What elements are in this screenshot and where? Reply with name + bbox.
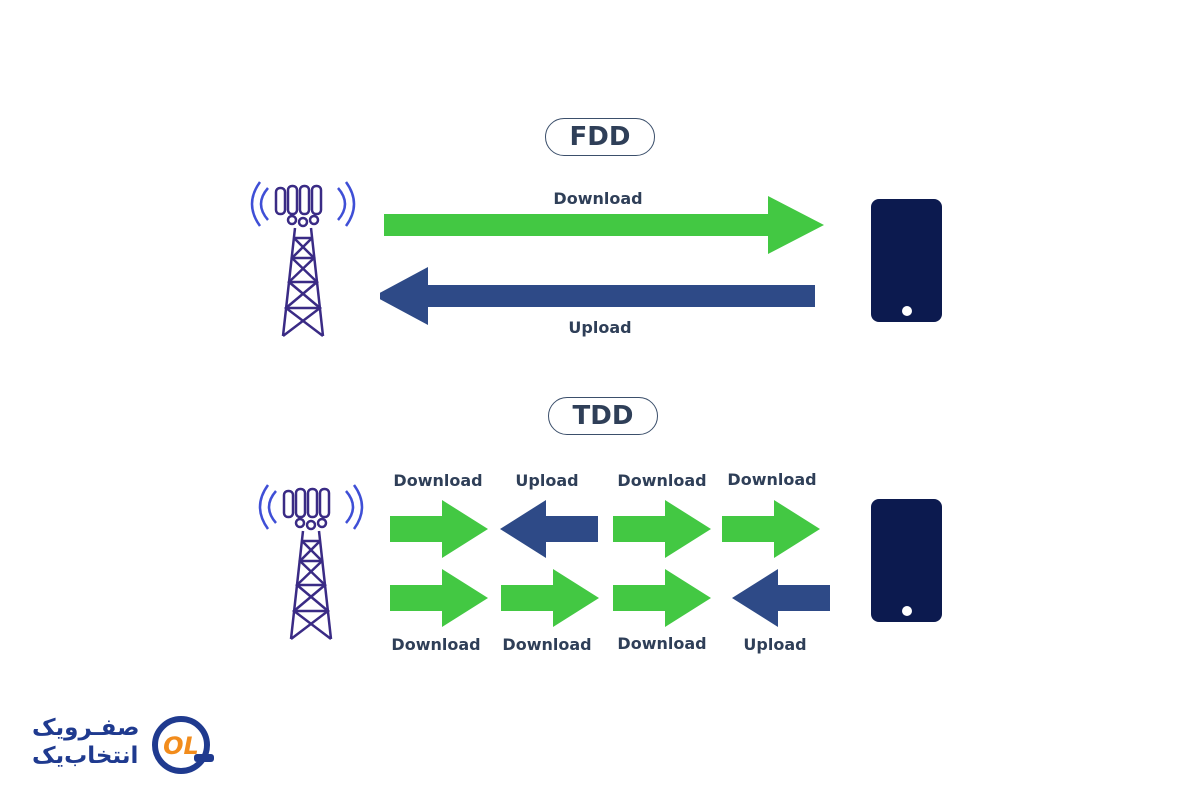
tdd-bottom-upload-arrow-4 [732,569,830,627]
logo-line-2: انتخاب‌یک [32,743,139,769]
tdd-top-download-arrow-4 [722,500,820,558]
fdd-download-label: Download [553,189,643,208]
tdd-top-label-3: Download [617,471,707,490]
fdd-upload-arrow [380,267,815,325]
tdd-bottom-download-arrow-1 [390,569,488,627]
fdd-cell-tower-icon [250,181,356,337]
tdd-bottom-label-2: Download [502,635,592,654]
tdd-bottom-label-3: Download [617,634,707,653]
logo-mark-text: OL [163,732,199,760]
fdd-phone-icon [871,199,942,322]
logo-wordmark: صفـرویک انتخاب‌یک [32,714,147,770]
tdd-title: TDD [548,397,658,435]
tdd-bottom-download-arrow-2 [501,569,599,627]
tdd-top-label-2: Upload [515,471,579,490]
tdd-top-label-1: Download [393,471,483,490]
logo-line-1: صفـرویک [32,715,140,741]
tdd-bottom-label-4: Upload [743,635,807,654]
fdd-title: FDD [545,118,655,156]
tdd-top-label-4: Download [727,470,817,489]
tdd-bottom-download-arrow-3 [613,569,711,627]
logo-mark-icon: OL [152,716,214,774]
tdd-top-download-arrow-1 [390,500,488,558]
tdd-top-upload-arrow-2 [500,500,598,558]
tdd-top-download-arrow-3 [613,500,711,558]
tdd-bottom-label-1: Download [391,635,481,654]
fdd-arrows [380,196,824,325]
tdd-cell-tower-icon [258,484,364,640]
fdd-upload-label: Upload [568,318,632,337]
tdd-phone-icon [871,499,942,622]
fdd-download-arrow [384,196,824,254]
